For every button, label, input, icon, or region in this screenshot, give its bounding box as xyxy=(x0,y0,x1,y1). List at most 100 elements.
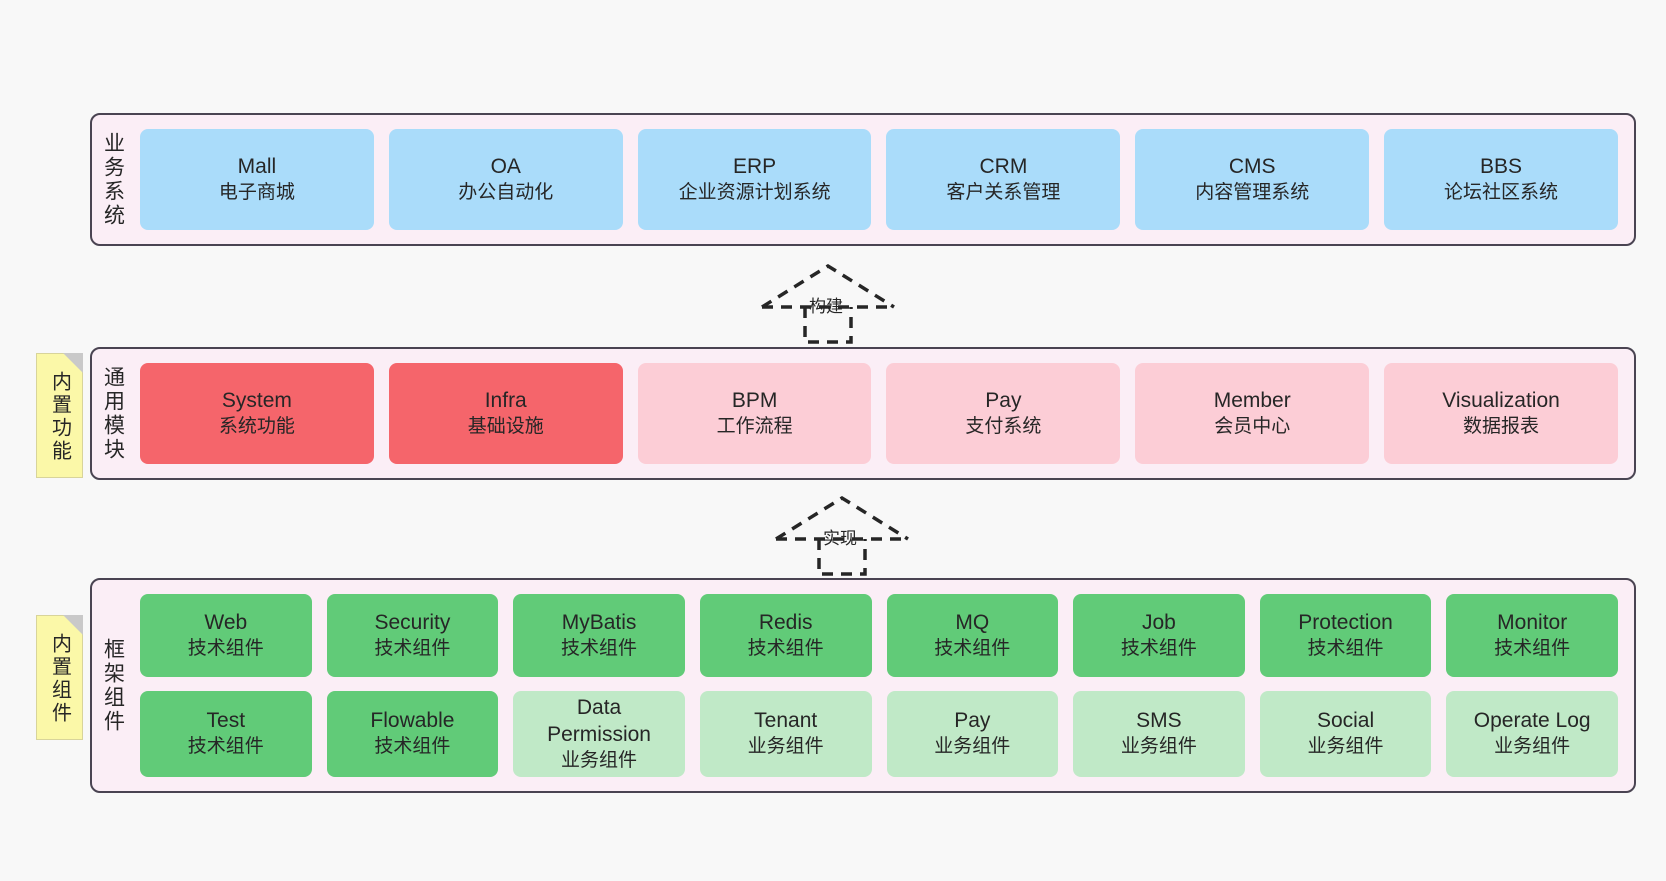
note-text: 内置功能 xyxy=(48,370,71,463)
card-title: Test xyxy=(206,709,246,733)
card-subtitle: 企业资源计划系统 xyxy=(678,181,831,203)
card-social[interactable]: Social 业务组件 xyxy=(1259,690,1432,777)
card-subtitle: 业务组件 xyxy=(561,749,638,771)
card-title: Visualization xyxy=(1442,388,1560,412)
card-title: Tenant xyxy=(754,709,818,733)
layer-common-module: 通用模块 System 系统功能 Infra 基础设施 BPM 工作流程 Pay… xyxy=(90,347,1636,480)
card-mybatis[interactable]: MyBatis 技术组件 xyxy=(513,594,685,677)
card-subtitle: 技术组件 xyxy=(561,637,638,659)
note-builtin-function: 内置功能 xyxy=(36,353,83,478)
connector-implement: 实现 xyxy=(772,494,922,576)
card-subtitle: 论坛社区系统 xyxy=(1444,181,1559,203)
card-subtitle: 系统功能 xyxy=(218,415,295,437)
card-title: Monitor xyxy=(1497,610,1568,634)
card-title: Job xyxy=(1142,610,1176,634)
card-subtitle: 技术组件 xyxy=(1120,637,1197,659)
card-subtitle: 业务组件 xyxy=(934,736,1011,758)
card-title: System xyxy=(221,388,292,412)
card-title: Social xyxy=(1316,709,1375,733)
card-title: Infra xyxy=(484,388,527,412)
card-title: BPM xyxy=(731,388,778,412)
card-crm[interactable]: CRM 客户关系管理 xyxy=(886,129,1121,230)
card-flowable[interactable]: Flowable 技术组件 xyxy=(326,690,499,777)
card-title: OA xyxy=(490,154,521,178)
card-erp[interactable]: ERP 企业资源计划系统 xyxy=(637,129,872,230)
layer-title-business: 业务系统 xyxy=(101,131,125,228)
card-subtitle: 数据报表 xyxy=(1463,415,1540,437)
card-title: Security xyxy=(374,610,451,634)
card-data-permission[interactable]: Data Permission 业务组件 xyxy=(513,690,685,777)
card-row: System 系统功能 Infra 基础设施 BPM 工作流程 Pay 支付系统… xyxy=(140,363,1618,464)
card-title: BBS xyxy=(1480,154,1523,178)
card-subtitle: 技术组件 xyxy=(747,637,824,659)
card-infra[interactable]: Infra 基础设施 xyxy=(388,363,623,464)
layer-body-business: Mall 电子商城 OA 办公自动化 ERP 企业资源计划系统 CRM 客户关系… xyxy=(134,115,1634,244)
card-subtitle: 内容管理系统 xyxy=(1195,181,1310,203)
connector-build: 构建 xyxy=(758,262,908,344)
layer-business-system: 业务系统 Mall 电子商城 OA 办公自动化 ERP 企业资源计划系统 CRM… xyxy=(90,113,1636,246)
card-subtitle: 技术组件 xyxy=(374,736,451,758)
card-cms[interactable]: CMS 内容管理系统 xyxy=(1135,129,1370,230)
card-title: Redis xyxy=(758,610,813,634)
card-system[interactable]: System 系统功能 xyxy=(140,363,374,464)
card-title: Mall xyxy=(237,154,277,178)
card-subtitle: 技术组件 xyxy=(1494,637,1571,659)
card-visualization[interactable]: Visualization 数据报表 xyxy=(1384,363,1618,464)
card-member[interactable]: Member 会员中心 xyxy=(1135,363,1370,464)
card-test[interactable]: Test 技术组件 xyxy=(140,690,312,777)
card-subtitle: 业务组件 xyxy=(1120,736,1197,758)
card-mq[interactable]: MQ 技术组件 xyxy=(886,594,1059,677)
layer-body-framework-component: Web 技术组件 Security 技术组件 MyBatis 技术组件 Redi… xyxy=(134,580,1634,791)
card-subtitle: 业务组件 xyxy=(1494,736,1571,758)
card-sms[interactable]: SMS 业务组件 xyxy=(1073,690,1245,777)
card-subtitle: 办公自动化 xyxy=(458,181,554,203)
layer-framework-component: 框架组件 Web 技术组件 Security 技术组件 MyBatis 技术组件… xyxy=(90,578,1636,793)
card-title: CRM xyxy=(979,154,1028,178)
card-security[interactable]: Security 技术组件 xyxy=(326,594,499,677)
card-subtitle: 工作流程 xyxy=(716,415,793,437)
card-title: ERP xyxy=(732,154,777,178)
card-pay-business[interactable]: Pay 业务组件 xyxy=(886,690,1059,777)
card-subtitle: 技术组件 xyxy=(1307,637,1384,659)
card-web[interactable]: Web 技术组件 xyxy=(140,594,312,677)
layer-title-framework-component: 框架组件 xyxy=(101,637,125,734)
card-title: MyBatis xyxy=(561,610,637,634)
note-text: 内置组件 xyxy=(48,632,71,725)
card-oa[interactable]: OA 办公自动化 xyxy=(388,129,623,230)
card-subtitle: 会员中心 xyxy=(1214,415,1291,437)
card-title: Pay xyxy=(954,709,991,733)
card-subtitle: 基础设施 xyxy=(467,415,544,437)
card-monitor[interactable]: Monitor 技术组件 xyxy=(1446,594,1618,677)
card-subtitle: 电子商城 xyxy=(218,181,295,203)
card-bbs[interactable]: BBS 论坛社区系统 xyxy=(1384,129,1618,230)
card-subtitle: 客户关系管理 xyxy=(946,181,1061,203)
card-mall[interactable]: Mall 电子商城 xyxy=(140,129,374,230)
card-pay[interactable]: Pay 支付系统 xyxy=(886,363,1121,464)
card-title: Protection xyxy=(1298,610,1393,634)
card-operate-log[interactable]: Operate Log 业务组件 xyxy=(1446,690,1618,777)
card-subtitle: 支付系统 xyxy=(965,415,1042,437)
card-title: Data Permission xyxy=(547,695,651,746)
card-title: MQ xyxy=(955,610,990,634)
card-title: CMS xyxy=(1228,154,1276,178)
card-redis[interactable]: Redis 技术组件 xyxy=(699,594,872,677)
card-title: SMS xyxy=(1136,709,1182,733)
card-title: Web xyxy=(204,610,248,634)
note-builtin-component: 内置组件 xyxy=(36,615,83,740)
card-subtitle: 业务组件 xyxy=(1307,736,1384,758)
card-row: Test 技术组件 Flowable 技术组件 Data Permission … xyxy=(140,690,1618,777)
card-title: Flowable xyxy=(370,709,455,733)
card-row: Mall 电子商城 OA 办公自动化 ERP 企业资源计划系统 CRM 客户关系… xyxy=(140,129,1618,230)
card-row: Web 技术组件 Security 技术组件 MyBatis 技术组件 Redi… xyxy=(140,594,1618,677)
layer-body-common-module: System 系统功能 Infra 基础设施 BPM 工作流程 Pay 支付系统… xyxy=(134,349,1634,478)
card-subtitle: 业务组件 xyxy=(747,736,824,758)
card-title: Pay xyxy=(985,388,1022,412)
card-subtitle: 技术组件 xyxy=(187,736,264,758)
card-subtitle: 技术组件 xyxy=(187,637,264,659)
card-job[interactable]: Job 技术组件 xyxy=(1073,594,1245,677)
card-subtitle: 技术组件 xyxy=(374,637,451,659)
card-bpm[interactable]: BPM 工作流程 xyxy=(637,363,872,464)
card-protection[interactable]: Protection 技术组件 xyxy=(1259,594,1432,677)
card-title: Operate Log xyxy=(1473,709,1591,733)
card-tenant[interactable]: Tenant 业务组件 xyxy=(699,690,872,777)
